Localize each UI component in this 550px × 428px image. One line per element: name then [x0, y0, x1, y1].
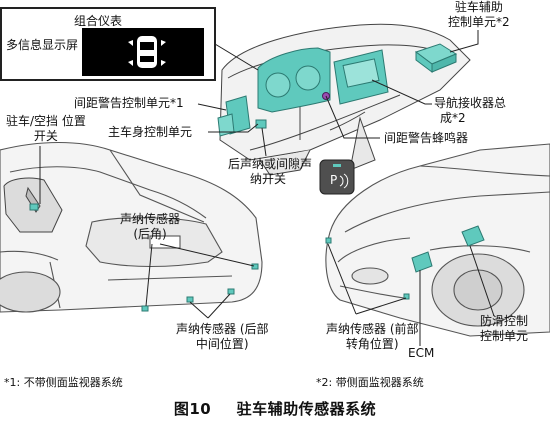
label-distance-warning-ecu: 间距警告控制单元*1 — [74, 96, 184, 110]
label-line: 中间位置) — [195, 337, 249, 351]
label-line: 开关 — [33, 129, 58, 143]
label-line: 声纳传感器 — [120, 212, 181, 226]
label-parking-assist-ecu: 驻车辅助 控制单元*2 — [448, 0, 510, 30]
label-line: 控制单元*2 — [448, 15, 510, 29]
combination-meter-title: 组合仪表 — [74, 14, 123, 28]
switch-p-text: P — [330, 173, 337, 187]
label-line: 声纳传感器 (前部 — [326, 322, 419, 336]
multi-info-display-label: 多信息显示屏 — [6, 38, 79, 52]
rear-car-illustration — [0, 142, 263, 313]
label-line: (后角) — [133, 227, 167, 241]
nav-receiver-component — [333, 49, 389, 105]
label-line: 防滑控制 — [480, 314, 529, 328]
leader-lines — [39, 30, 495, 346]
shift-switch-inset — [3, 177, 63, 233]
label-line: 导航接收器总 — [434, 96, 507, 110]
label-line: 驻车辅助 — [454, 0, 503, 14]
combination-meter-component — [257, 47, 331, 113]
label-line: 纳开关 — [250, 172, 287, 186]
footnote-1: *1: 不带侧面监视器系统 — [4, 376, 123, 389]
label-line: 控制单元 — [480, 329, 529, 343]
label-sonar-front-corner: 声纳传感器 (前部 转角位置) — [326, 322, 419, 352]
footnote-2: *2: 带侧面监视器系统 — [316, 376, 424, 389]
main-body-ecu-component — [255, 119, 267, 129]
label-line: 转角位置) — [345, 337, 399, 351]
label-line: 后声纳或间隙声 — [228, 157, 313, 171]
label-main-body-ecu: 主车身控制单元 — [108, 125, 193, 139]
label-sonar-rear-corner: 声纳传感器 (后角) — [120, 212, 180, 242]
inset-pointer — [214, 43, 259, 71]
figure-title: 驻车辅助传感器系统 — [236, 400, 377, 418]
label-parking-shift-switch: 驻车/空挡 位置 开关 — [6, 114, 86, 144]
label-line: 声纳传感器 (后部 — [176, 322, 269, 336]
label-line: 成*2 — [440, 111, 466, 125]
label-distance-buzzer: 间距警告蜂鸣器 — [384, 131, 469, 145]
front-car-illustration — [325, 143, 550, 337]
label-line: 驻车/空挡 位置 — [6, 114, 86, 128]
rear-sonar-switch-component[interactable]: P — [319, 159, 355, 195]
label-nav-receiver: 导航接收器总 成*2 — [434, 96, 506, 126]
display-car-icon — [128, 36, 166, 68]
label-sonar-rear-center: 声纳传感器 (后部 中间位置) — [176, 322, 269, 352]
label-rear-sonar-switch: 后声纳或间隙声 纳开关 — [228, 157, 312, 187]
distance-warning-ecu-component — [217, 95, 251, 137]
figure-number: 图10 — [173, 400, 212, 418]
label-ecm: ECM — [408, 346, 435, 360]
front-components — [325, 225, 485, 300]
label-skid-control-ecu: 防滑控制 控制单元 — [480, 314, 528, 344]
figure-caption: 图10 驻车辅助传感器系统 — [0, 398, 550, 419]
parking-assist-ecu-component — [414, 43, 458, 73]
